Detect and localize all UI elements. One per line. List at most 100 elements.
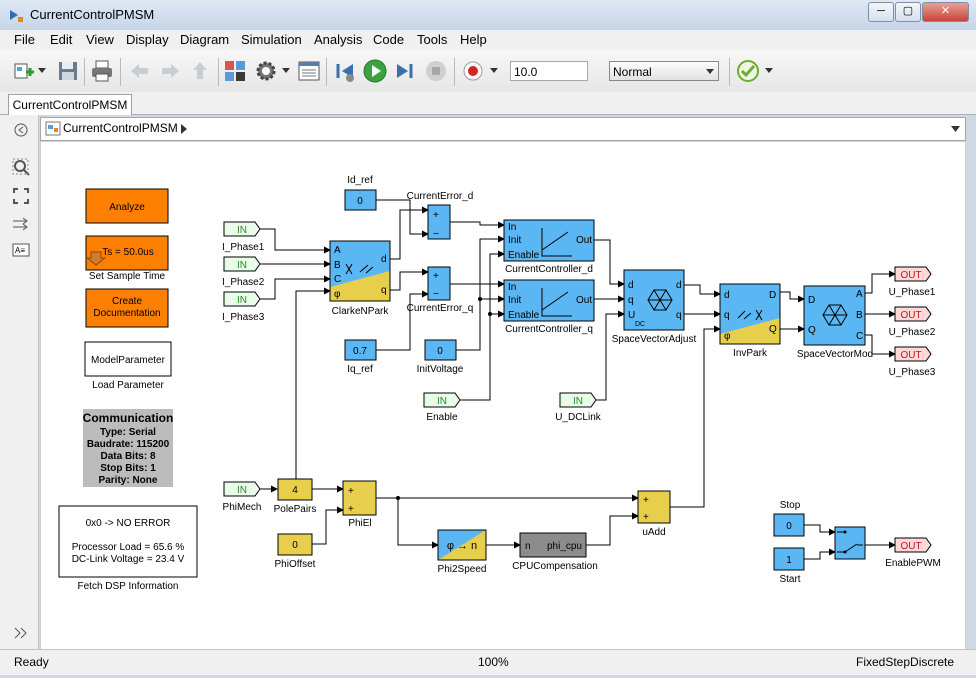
signal-line[interactable] <box>684 285 720 294</box>
id-ref-constant[interactable]: 0 <box>345 190 376 210</box>
signal-line[interactable] <box>804 525 835 532</box>
outport-u-phase1-label: U_Phase1 <box>889 287 936 298</box>
outport-enable-pwm[interactable]: OUT <box>895 538 931 552</box>
signal-line[interactable] <box>376 200 428 234</box>
inport-tag: IN <box>573 396 583 407</box>
port-label: Enable <box>508 250 540 261</box>
current-controller-q-label: CurrentController_q <box>505 324 593 335</box>
init-voltage-value: 0 <box>437 346 443 357</box>
signal-line[interactable] <box>596 314 624 400</box>
port-label: n <box>525 541 531 552</box>
phiel-label: PhiEl <box>348 518 371 529</box>
polepairs-value: 4 <box>292 485 298 496</box>
inport-i-phase1-label: I_Phase1 <box>222 242 265 253</box>
comm-databits: Data Bits: 8 <box>100 451 155 462</box>
outport-u-phase2-label: U_Phase2 <box>889 327 936 338</box>
inport-u-dclink[interactable]: IN <box>560 393 596 407</box>
inport-enable[interactable]: IN <box>424 393 460 407</box>
space-vector-mod-block[interactable]: D Q A B C <box>804 286 865 345</box>
inport-phimech-label: PhiMech <box>223 502 262 513</box>
comm-parity: Parity: None <box>99 475 158 486</box>
init-voltage-label: InitVoltage <box>417 364 464 375</box>
signal-line[interactable] <box>260 229 330 250</box>
phioffset-label: PhiOffset <box>275 559 316 570</box>
inport-i-phase2[interactable]: IN <box>224 257 260 271</box>
signal-line[interactable] <box>670 329 720 507</box>
start-value: 1 <box>786 555 792 566</box>
manual-switch-block[interactable] <box>835 527 865 559</box>
model-parameter-block[interactable]: ModelParameter <box>85 342 171 376</box>
inport-i-phase3-label: I_Phase3 <box>222 312 265 323</box>
sum-sign: + <box>348 504 354 515</box>
signal-line[interactable] <box>460 314 504 400</box>
dsp-info-block[interactable]: 0x0 -> NO ERROR Processor Load = 65.6 % … <box>59 506 197 577</box>
signal-line[interactable] <box>312 510 343 544</box>
init-voltage-constant[interactable]: 0 <box>425 340 456 360</box>
port-label: d <box>381 254 387 265</box>
create-documentation-block[interactable]: Create Documentation <box>86 289 168 327</box>
analyze-block[interactable]: Analyze <box>86 189 168 223</box>
invpark-block[interactable]: d q φ D Q <box>720 284 780 344</box>
signal-line[interactable] <box>296 291 330 498</box>
status-text: Ready <box>14 655 49 669</box>
port-label: Out <box>576 295 592 306</box>
cpu-compensation-block[interactable]: n phi_cpu <box>520 533 586 557</box>
signal-line[interactable] <box>390 272 428 290</box>
stop-constant[interactable]: 0 <box>774 514 804 536</box>
id-ref-value: 0 <box>357 196 363 207</box>
signal-line[interactable] <box>260 279 330 299</box>
port-label: C <box>334 274 341 285</box>
sum-sign: + <box>433 210 439 221</box>
port-label: B <box>856 310 863 321</box>
set-sample-time-block[interactable]: Ts = 50.0us <box>86 236 168 270</box>
phi2speed-block[interactable]: φ → n <box>438 530 486 560</box>
port-label: D <box>808 295 815 306</box>
inport-i-phase1[interactable]: IN <box>224 222 260 236</box>
signal-line[interactable] <box>586 516 638 545</box>
uadd-sum[interactable]: + + <box>638 491 670 523</box>
current-controller-q-block[interactable]: In Init Enable Out <box>504 280 594 321</box>
inport-phimech[interactable]: IN <box>224 482 260 496</box>
outport-u-phase2[interactable]: OUT <box>895 307 931 321</box>
invpark-label: InvPark <box>733 348 768 359</box>
phiel-sum[interactable]: + + <box>343 481 376 515</box>
iq-ref-constant[interactable]: 0.7 <box>345 340 376 360</box>
signal-line[interactable] <box>780 292 804 299</box>
port-label: q <box>676 310 682 321</box>
outport-enable-pwm-label: EnablePWM <box>885 558 941 569</box>
polepairs-label: PolePairs <box>274 504 317 515</box>
signal-line[interactable] <box>480 239 504 299</box>
signal-line[interactable] <box>804 552 835 559</box>
current-error-d-label: CurrentError_d <box>407 191 474 202</box>
inport-u-dclink-label: U_DCLink <box>555 412 602 423</box>
port-label: φ <box>334 289 341 300</box>
port-label: Q <box>808 325 816 336</box>
current-error-q-sum[interactable]: + − <box>428 267 450 300</box>
space-vector-adjust-block[interactable]: d q U DC d q <box>624 270 684 330</box>
port-label: q <box>724 310 730 321</box>
solver-name: FixedStepDiscrete <box>856 655 954 669</box>
stop-value: 0 <box>786 521 792 532</box>
signal-line[interactable] <box>398 498 438 545</box>
inport-tag: IN <box>237 485 247 496</box>
outport-u-phase3[interactable]: OUT <box>895 347 931 361</box>
signal-line[interactable] <box>450 222 504 225</box>
current-error-d-sum[interactable]: + − <box>428 205 450 240</box>
inport-i-phase3[interactable]: IN <box>224 292 260 306</box>
current-controller-d-label: CurrentController_d <box>505 264 593 275</box>
communication-info[interactable]: Communication Type: Serial Baudrate: 115… <box>83 409 174 487</box>
clarke-park-block[interactable]: A B C φ d q <box>330 241 390 301</box>
port-label: In <box>508 282 516 293</box>
signal-line[interactable] <box>594 240 624 284</box>
polepairs-constant[interactable]: 4 <box>278 479 312 500</box>
branch-point <box>396 496 400 500</box>
outport-u-phase1[interactable]: OUT <box>895 267 931 281</box>
current-controller-d-block[interactable]: In Init Enable Out <box>504 220 594 261</box>
port-subscript: DC <box>635 321 645 328</box>
phioffset-constant[interactable]: 0 <box>278 534 312 555</box>
start-constant[interactable]: 1 <box>774 548 804 570</box>
dsp-processor-load: Processor Load = 65.6 % <box>72 542 185 553</box>
analyze-label: Analyze <box>109 202 145 213</box>
port-label: Init <box>508 235 522 246</box>
comm-stopbits: Stop Bits: 1 <box>100 463 156 474</box>
